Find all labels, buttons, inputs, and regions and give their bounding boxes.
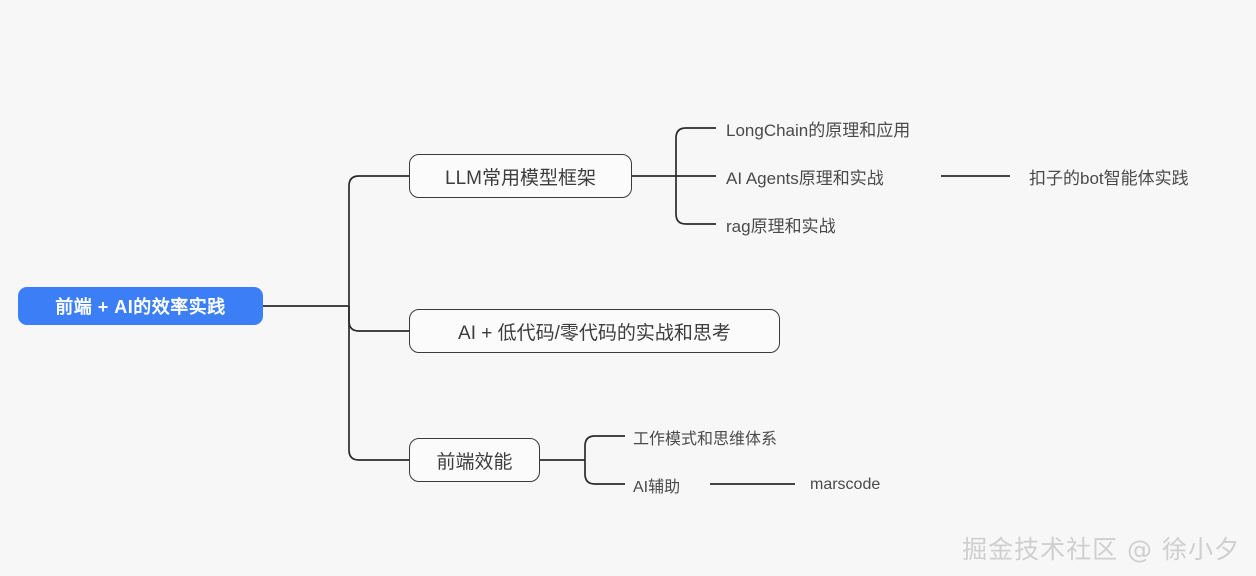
watermark-text: 掘金技术社区 @ 徐小夕	[962, 535, 1240, 564]
leaf-node-ai-assist-label: AI辅助	[633, 479, 681, 496]
leaf-node-work-mode-label: 工作模式和思维体系	[633, 431, 778, 448]
edge-frontend-aiassist	[584, 460, 625, 485]
watermark: 掘金技术社区 @ 徐小夕	[962, 530, 1240, 566]
leaf-node-coze-bot-label: 扣子的bot智能体实践	[1029, 168, 1189, 188]
leaf-node-rag[interactable]: rag原理和实战	[726, 211, 926, 237]
branch-node-frontend-label: 前端效能	[436, 451, 513, 473]
edge-llm-longchain	[675, 127, 716, 176]
edge-trunk-lowcode	[348, 306, 409, 332]
branch-node-llm-label: LLM常用模型框架	[445, 167, 596, 189]
leaf-node-ai-assist[interactable]: AI辅助	[633, 472, 718, 498]
root-node[interactable]: 前端 + AI的效率实践	[18, 287, 263, 325]
root-node-label: 前端 + AI的效率实践	[55, 297, 226, 317]
leaf-node-coze-bot[interactable]: 扣子的bot智能体实践	[1029, 163, 1249, 189]
edge-frontend-workmode	[584, 435, 625, 460]
leaf-node-ai-agents-label: AI Agents原理和实战	[726, 168, 884, 188]
branch-node-lowcode-label: AI + 低代码/零代码的实战和思考	[458, 322, 731, 344]
leaf-node-rag-label: rag原理和实战	[726, 216, 836, 236]
leaf-node-longchain-label: LongChain的原理和应用	[726, 120, 911, 140]
branch-node-llm[interactable]: LLM常用模型框架	[409, 154, 632, 198]
leaf-node-marscode-label: marscode	[810, 476, 881, 493]
leaf-node-work-mode[interactable]: 工作模式和思维体系	[633, 424, 843, 450]
edge-trunk-frontend	[348, 306, 409, 461]
leaf-node-ai-agents[interactable]: AI Agents原理和实战	[726, 163, 941, 189]
branch-node-lowcode[interactable]: AI + 低代码/零代码的实战和思考	[409, 309, 780, 353]
branch-node-frontend[interactable]: 前端效能	[409, 438, 540, 482]
leaf-node-longchain[interactable]: LongChain的原理和应用	[726, 115, 966, 141]
leaf-node-marscode[interactable]: marscode	[810, 472, 940, 498]
edge-llm-rag	[675, 176, 716, 225]
edge-trunk-llm	[348, 175, 409, 306]
